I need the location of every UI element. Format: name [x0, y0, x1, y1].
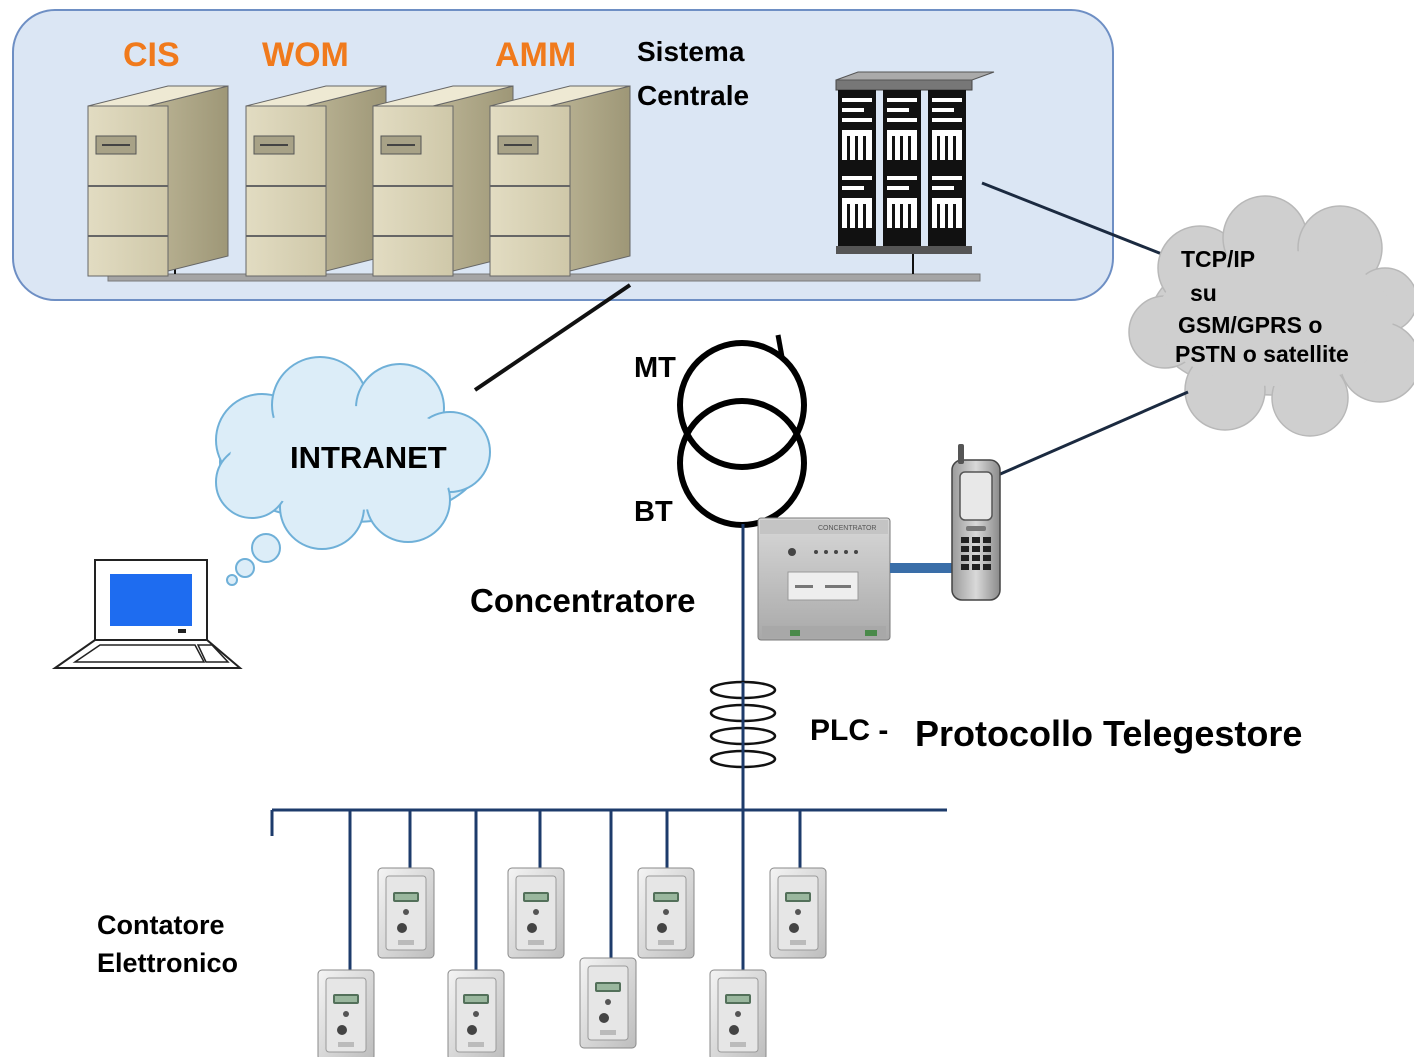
server-tower-cis	[87, 85, 229, 277]
concentrator-device: CONCENTRATOR	[757, 517, 891, 641]
server-label-cis: CIS	[123, 36, 180, 74]
server-tower-amm	[489, 85, 631, 277]
server-label-amm: AMM	[495, 36, 577, 74]
meter-8	[709, 969, 767, 1057]
rack-wan-link	[981, 181, 1178, 262]
meter-label-line2: Elettronico	[97, 948, 239, 978]
lan-intranet-link	[473, 283, 632, 392]
meter-1	[377, 867, 435, 959]
meter-drops	[348, 810, 802, 980]
server-tower-wom	[245, 85, 387, 277]
wan-label-line3: GSM/GPRS o	[1178, 312, 1323, 338]
wan-label-line4: PSTN o satellite	[1175, 341, 1349, 367]
transformer-bt-label: BT	[634, 496, 673, 528]
wan-label-line1: TCP/IP	[1181, 246, 1256, 272]
wan-phone-link	[997, 390, 1189, 477]
intranet-thought-bubbles	[226, 533, 281, 586]
concentrator-device-text: CONCENTRATOR	[818, 525, 876, 532]
meter-5	[317, 969, 375, 1057]
laptop-icon	[51, 559, 243, 669]
server-label-wom: WOM	[262, 36, 349, 74]
meter-7	[579, 957, 637, 1049]
meter-label-line1: Contatore	[97, 910, 225, 940]
rack-cabinet	[835, 71, 995, 254]
meter-6	[447, 969, 505, 1057]
plc-protocol-label: Protocollo Telegestore	[915, 713, 1303, 754]
transformer-mt-lead	[775, 334, 785, 358]
wan-label-line2: su	[1190, 280, 1217, 306]
central-system-label-line2: Centrale	[637, 80, 750, 111]
mobile-phone-icon	[951, 444, 1001, 601]
meter-3	[637, 867, 695, 959]
transformer-mt-label: MT	[634, 352, 676, 384]
concentrator-phone-cable	[890, 563, 952, 573]
transformer-symbol	[677, 340, 807, 528]
plc-prefix-label: PLC -	[810, 714, 889, 747]
intranet-label: INTRANET	[290, 440, 447, 475]
central-system-label-line1: Sistema	[637, 36, 745, 67]
concentrator-label: Concentratore	[470, 582, 696, 619]
meter-4	[769, 867, 827, 959]
meter-2	[507, 867, 565, 959]
